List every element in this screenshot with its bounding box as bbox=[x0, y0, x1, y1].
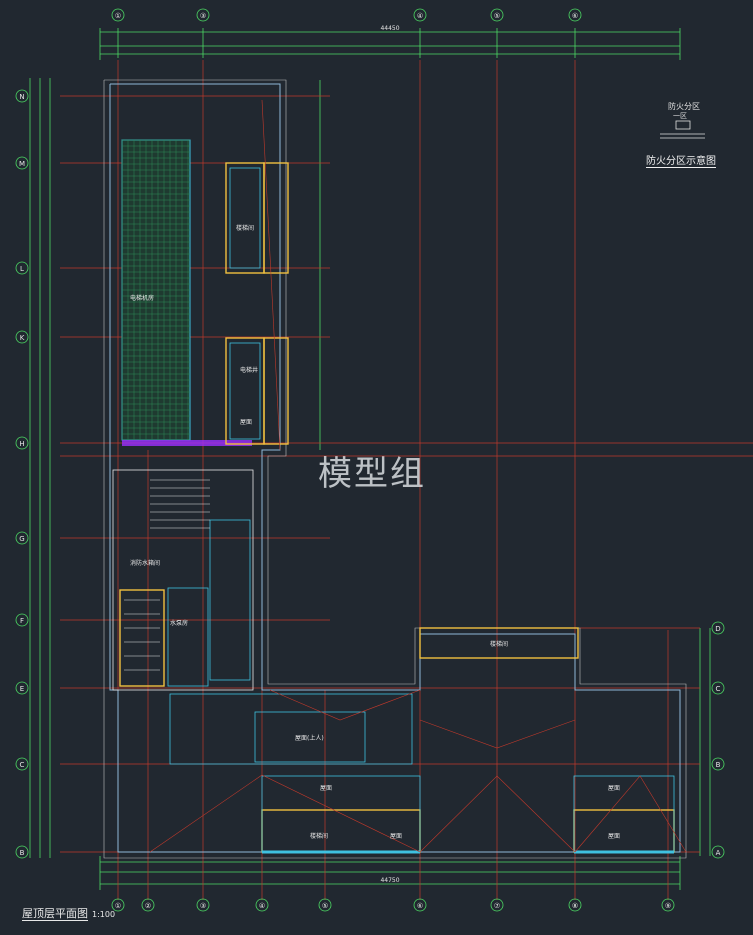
building-outline bbox=[103, 79, 687, 859]
watermark: 模型组 bbox=[318, 454, 426, 494]
room-label: 消防水箱间 bbox=[130, 559, 160, 567]
overall-dimension-top: 44450 bbox=[380, 25, 399, 32]
svg-text:⑦: ⑦ bbox=[494, 902, 500, 910]
grid-bubble-left: N bbox=[15, 89, 29, 103]
room-label: 屋面 bbox=[390, 833, 402, 840]
svg-text:F: F bbox=[20, 617, 24, 625]
grid-bubble-left: F bbox=[15, 613, 29, 627]
grid-bubbles: ① ③ ④ ⑤ ⑥ ① ② ③ ④ ⑤ ⑥ ⑦ ⑧ ⑨ N M L K H G F E C B D C B A bbox=[15, 8, 725, 912]
svg-text:E: E bbox=[20, 685, 24, 693]
grid-bubble-right: C bbox=[711, 681, 725, 695]
svg-text:⑨: ⑨ bbox=[665, 902, 671, 910]
svg-text:B: B bbox=[716, 761, 721, 769]
right-dimension-lines bbox=[319, 80, 711, 856]
svg-text:H: H bbox=[19, 440, 24, 448]
room-label: 水泵房 bbox=[170, 619, 188, 627]
grid-bubble-left: K bbox=[15, 330, 29, 344]
grid-bubble-right: A bbox=[711, 845, 725, 859]
svg-text:G: G bbox=[19, 535, 24, 543]
svg-text:N: N bbox=[19, 93, 24, 101]
svg-text:③: ③ bbox=[200, 902, 206, 910]
svg-text:⑥: ⑥ bbox=[572, 12, 578, 20]
roof-slope-lines bbox=[149, 99, 687, 853]
grid-bubble-top: ⑥ bbox=[568, 8, 582, 22]
overall-dimension-bottom: 44750 bbox=[380, 877, 399, 884]
hatched-roof-area bbox=[121, 139, 191, 441]
drawing-title-text: 屋顶层平面图 bbox=[22, 907, 88, 921]
drawing-title: 屋顶层平面图 1:100 bbox=[22, 905, 115, 921]
room-label: 电梯井 bbox=[240, 366, 258, 374]
svg-text:①: ① bbox=[115, 12, 121, 20]
room-labels: 楼梯间电梯机房电梯井屋面消防水箱间水泵房屋面(上人)楼梯间楼梯间屋面屋面屋面屋面 bbox=[130, 224, 620, 840]
svg-text:A: A bbox=[716, 849, 721, 857]
svg-text:⑤: ⑤ bbox=[322, 902, 328, 910]
svg-text:C: C bbox=[20, 761, 25, 769]
svg-text:④: ④ bbox=[417, 12, 423, 20]
svg-text:B: B bbox=[20, 849, 25, 857]
grid-bubble-left: G bbox=[15, 531, 29, 545]
top-dimension-lines bbox=[99, 28, 681, 60]
grid-bubble-bottom: ⑦ bbox=[490, 898, 504, 912]
grid-bubble-left: M bbox=[15, 156, 29, 170]
room-label: 楼梯间 bbox=[490, 640, 508, 648]
svg-text:M: M bbox=[19, 160, 25, 168]
svg-text:⑧: ⑧ bbox=[572, 902, 578, 910]
svg-text:L: L bbox=[20, 265, 24, 273]
room-label: 楼梯间 bbox=[310, 832, 328, 840]
room-label: 屋面 bbox=[608, 833, 620, 840]
grid-bubble-top: ⑤ bbox=[490, 8, 504, 22]
grid-bubble-bottom: ⑥ bbox=[413, 898, 427, 912]
svg-text:K: K bbox=[20, 334, 25, 342]
room-label: 屋面 bbox=[320, 785, 332, 792]
left-dimension-lines bbox=[29, 78, 51, 858]
grid-bubble-left: C bbox=[15, 757, 29, 771]
legend-caption: 防火分区示意图 bbox=[646, 152, 716, 168]
drawing-scale: 1:100 bbox=[92, 910, 116, 919]
grid-bubble-right: D bbox=[711, 621, 725, 635]
room-label: 屋面(上人) bbox=[295, 734, 324, 742]
room-label: 电梯机房 bbox=[130, 294, 154, 302]
room-label: 楼梯间 bbox=[236, 224, 254, 232]
grid-bubble-left: H bbox=[15, 436, 29, 450]
grid-bubble-top: ④ bbox=[413, 8, 427, 22]
interior-walls bbox=[112, 162, 675, 854]
legend-title: 防火分区 bbox=[668, 102, 700, 111]
svg-text:②: ② bbox=[145, 902, 151, 910]
grid-bubble-bottom: ⑨ bbox=[661, 898, 675, 912]
bottom-dimension-lines bbox=[99, 856, 681, 890]
svg-text:C: C bbox=[716, 685, 721, 693]
legend-subtitle: 一区 bbox=[673, 112, 687, 120]
svg-text:D: D bbox=[715, 625, 720, 633]
grid-bubble-left: L bbox=[15, 261, 29, 275]
grid-bubble-bottom: ② bbox=[141, 898, 155, 912]
grid-bubble-bottom: ① bbox=[111, 898, 125, 912]
room-label: 屋面 bbox=[608, 785, 620, 792]
stair-treads bbox=[124, 479, 210, 671]
grid-bubble-left: E bbox=[15, 681, 29, 695]
legend-swatch bbox=[675, 120, 691, 130]
svg-text:⑤: ⑤ bbox=[494, 12, 500, 20]
grid-bubble-top: ① bbox=[111, 8, 125, 22]
grid-bubble-bottom: ④ bbox=[255, 898, 269, 912]
grid-bubble-bottom: ③ bbox=[196, 898, 210, 912]
grid-bubble-left: B bbox=[15, 845, 29, 859]
room-label: 屋面 bbox=[240, 419, 252, 426]
svg-text:⑥: ⑥ bbox=[417, 902, 423, 910]
svg-text:④: ④ bbox=[259, 902, 265, 910]
magenta-strip bbox=[122, 440, 252, 446]
svg-text:③: ③ bbox=[200, 12, 206, 20]
grid-bubble-right: B bbox=[711, 757, 725, 771]
grid-bubble-bottom: ⑤ bbox=[318, 898, 332, 912]
svg-text:①: ① bbox=[115, 902, 121, 910]
grid-bubble-bottom: ⑧ bbox=[568, 898, 582, 912]
grid-bubble-top: ③ bbox=[196, 8, 210, 22]
